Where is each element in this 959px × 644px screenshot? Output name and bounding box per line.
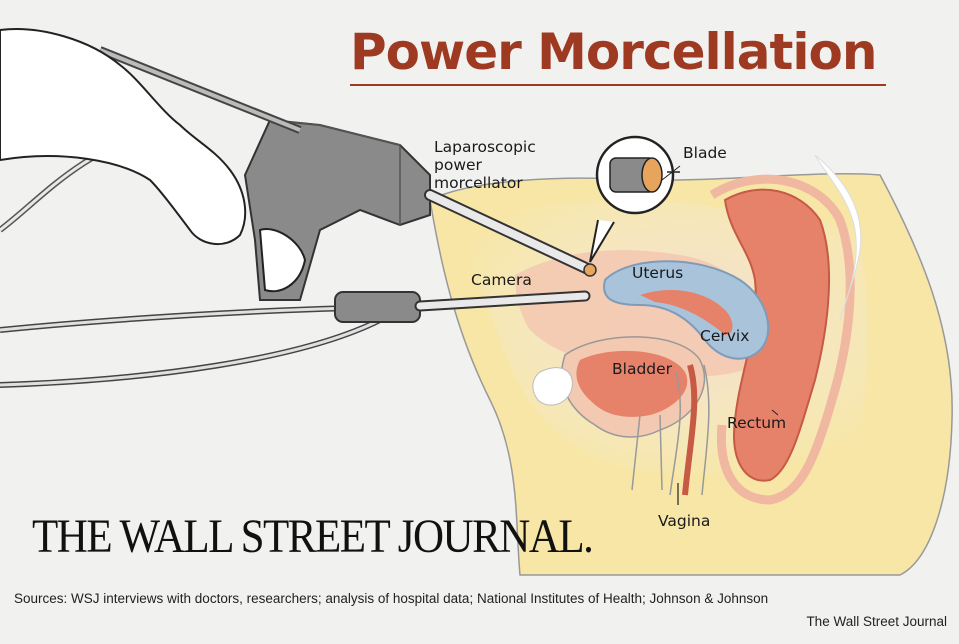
- vagina-label: Vagina: [658, 512, 711, 530]
- surgeon-hand: [0, 28, 247, 246]
- camera-cable: [0, 305, 361, 333]
- bladder: [576, 350, 688, 417]
- cervix-label: Cervix: [700, 327, 750, 345]
- morcellator-tip: [583, 263, 597, 277]
- page-title: Power Morcellation: [350, 23, 877, 81]
- uterus-label: Uterus: [632, 264, 684, 282]
- blade-callout: [589, 135, 680, 263]
- laparoscopic-morcellator: [0, 28, 597, 301]
- camera-label: Camera: [471, 271, 532, 289]
- wsj-logo: THE WALL STREET JOURNAL.: [32, 511, 594, 563]
- uterine-cavity: [640, 290, 733, 335]
- urethra: [631, 414, 663, 491]
- morcellator-label: Laparoscopic power morcellator: [434, 138, 536, 192]
- vagina-outline: [669, 364, 710, 496]
- rectum: [723, 188, 831, 482]
- blade-icon: [641, 157, 663, 193]
- title-underline: [350, 84, 886, 86]
- pelvis-anatomy: [429, 154, 953, 576]
- camera-cable-lower: [0, 317, 382, 388]
- bladder-label: Bladder: [612, 360, 673, 378]
- vagina-canal: [682, 364, 698, 496]
- credit-line: The Wall Street Journal: [806, 614, 947, 629]
- sources-note: Sources: WSJ interviews with doctors, re…: [14, 591, 769, 606]
- blade-leader: [661, 165, 681, 181]
- blade-label: Blade: [683, 144, 727, 162]
- laparoscope-camera: [0, 290, 591, 388]
- camera-body: [334, 291, 421, 323]
- sacrum: [814, 154, 862, 321]
- rectum-leader: [771, 409, 779, 416]
- rectum-wall: [709, 174, 855, 505]
- rectum-label: Rectum: [727, 414, 787, 432]
- pubic-bone: [532, 367, 573, 406]
